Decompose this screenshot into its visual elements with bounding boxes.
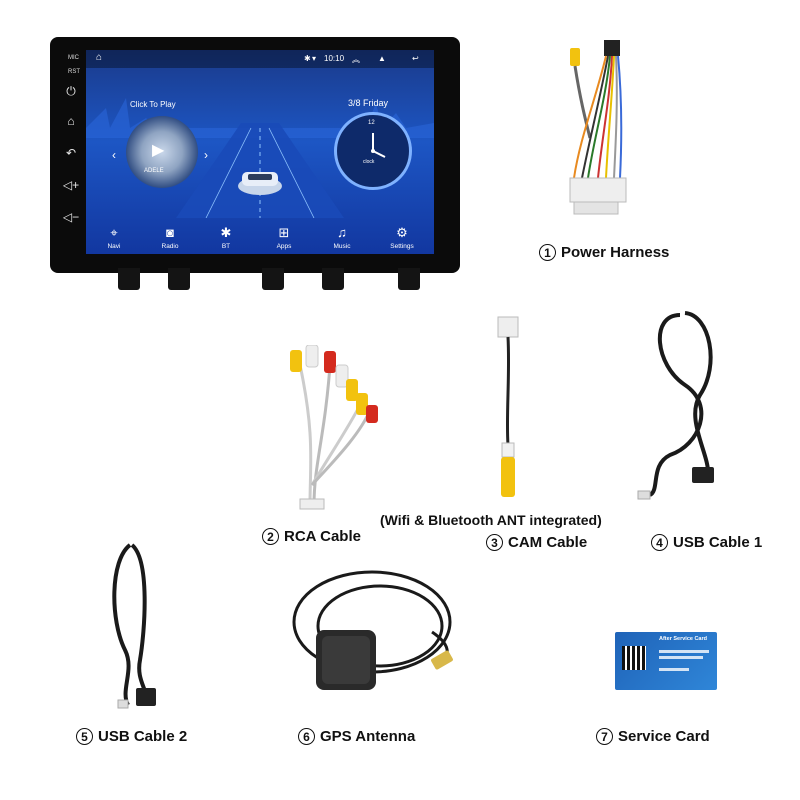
service-card-title: After Service Card [659, 636, 707, 642]
item-7-caption: 7 Service Card [596, 728, 710, 745]
app-label: Music [333, 243, 351, 250]
usb-cable-1-image [637, 311, 714, 500]
play-icon[interactable]: ▶ [152, 142, 165, 159]
item-number: 5 [76, 728, 93, 745]
item-2-caption: 2 RCA Cable [262, 528, 361, 545]
antenna-icon: ▲ [378, 54, 386, 63]
item-1-caption: 1 Power Harness [539, 244, 669, 261]
rca-cable-image [290, 345, 378, 510]
bluetooth-status-icon: ✱ [304, 54, 311, 63]
power-icon[interactable]: ⏻ [66, 84, 76, 98]
card-text-line [659, 668, 689, 671]
app-music[interactable]: ♫ Music [322, 225, 362, 251]
chevron-left-icon[interactable]: ‹ [112, 148, 116, 162]
album-disc[interactable]: ▶ ADELE [126, 116, 198, 188]
item-label: GPS Antenna [320, 728, 416, 745]
item-6-caption: 6 GPS Antenna [298, 728, 415, 745]
item-3-caption: 3 CAM Cable [486, 534, 587, 551]
mount-tab [398, 268, 420, 290]
power-harness-image [569, 40, 627, 215]
home-icon[interactable]: ⌂ [67, 114, 75, 128]
music-note-icon: ♫ [337, 225, 347, 240]
app-radio[interactable]: ◙ Radio [150, 225, 190, 251]
app-label: Settings [390, 243, 414, 250]
mic-label: MIC [68, 55, 79, 61]
click-to-play-label[interactable]: Click To Play [130, 100, 176, 109]
service-card-image: After Service Card [615, 632, 717, 690]
item-label: RCA Cable [284, 528, 361, 545]
volume-down-icon[interactable]: ◁− [62, 210, 80, 224]
item-number: 7 [596, 728, 613, 745]
item-number: 6 [298, 728, 315, 745]
back-nav-icon[interactable]: ↩ [412, 54, 419, 63]
item-4-caption: 4 USB Cable 1 [651, 534, 762, 551]
qr-code [622, 646, 646, 670]
app-label: Apps [276, 243, 292, 250]
item-number: 1 [539, 244, 556, 261]
clock-label: clock [363, 159, 375, 165]
app-label: Radio [161, 243, 179, 250]
chevron-up-icon[interactable]: ︽ [352, 55, 360, 64]
date-label: 3/8 Friday [348, 98, 389, 108]
gps-antenna-image [292, 570, 453, 690]
app-label: BT [221, 243, 231, 250]
mount-tab [322, 268, 344, 290]
album-artist: ADELE [144, 168, 164, 174]
item-number: 4 [651, 534, 668, 551]
head-unit-screen: ⌂ ✱ ▾ 10:10 ︽ ▲ ↩ Click To Play 3/8 Frid… [86, 50, 434, 254]
item-number: 3 [486, 534, 503, 551]
mount-tab [262, 268, 284, 290]
bluetooth-icon: ✱ [220, 225, 232, 240]
app-navi[interactable]: ⌖ Navi [94, 225, 134, 251]
back-icon[interactable]: ↶ [65, 146, 77, 160]
clock-twelve: 12 [368, 120, 375, 126]
mount-tab [168, 268, 190, 290]
item-label: Power Harness [561, 244, 670, 261]
item-label: CAM Cable [508, 534, 588, 551]
mount-tab [118, 268, 140, 290]
gear-icon: ⚙ [396, 225, 408, 240]
wifi-bluetooth-note: (Wifi & Bluetooth ANT integrated) [380, 512, 602, 528]
card-text-line [659, 650, 709, 653]
app-bt[interactable]: ✱ BT [206, 225, 246, 251]
wifi-status-icon: ▾ [312, 54, 317, 63]
status-bar: ⌂ ✱ ▾ 10:10 ︽ ▲ ↩ [86, 50, 434, 68]
item-label: Service Card [618, 728, 710, 745]
item-5-caption: 5 USB Cable 2 [76, 728, 187, 745]
analog-clock-widget[interactable]: 12 clock [334, 112, 412, 190]
cam-cable-image [497, 316, 519, 497]
item-number: 2 [262, 528, 279, 545]
apps-grid-icon: ⊞ [278, 225, 290, 240]
app-label: Navi [107, 243, 121, 250]
item-label: USB Cable 2 [98, 728, 188, 745]
location-pin-icon: ⌖ [110, 225, 118, 240]
card-text-line [659, 656, 703, 659]
usb-cable-2-image [112, 543, 156, 709]
volume-up-icon[interactable]: ◁+ [62, 178, 80, 192]
radio-icon: ◙ [166, 225, 174, 240]
home-nav-icon[interactable]: ⌂ [96, 52, 103, 63]
status-time: 10:10 [324, 54, 345, 63]
app-settings[interactable]: ⚙ Settings [382, 225, 422, 251]
item-label: USB Cable 1 [673, 534, 763, 551]
app-apps[interactable]: ⊞ Apps [264, 225, 304, 251]
chevron-right-icon[interactable]: › [204, 148, 208, 162]
rst-label: RST [68, 69, 80, 75]
